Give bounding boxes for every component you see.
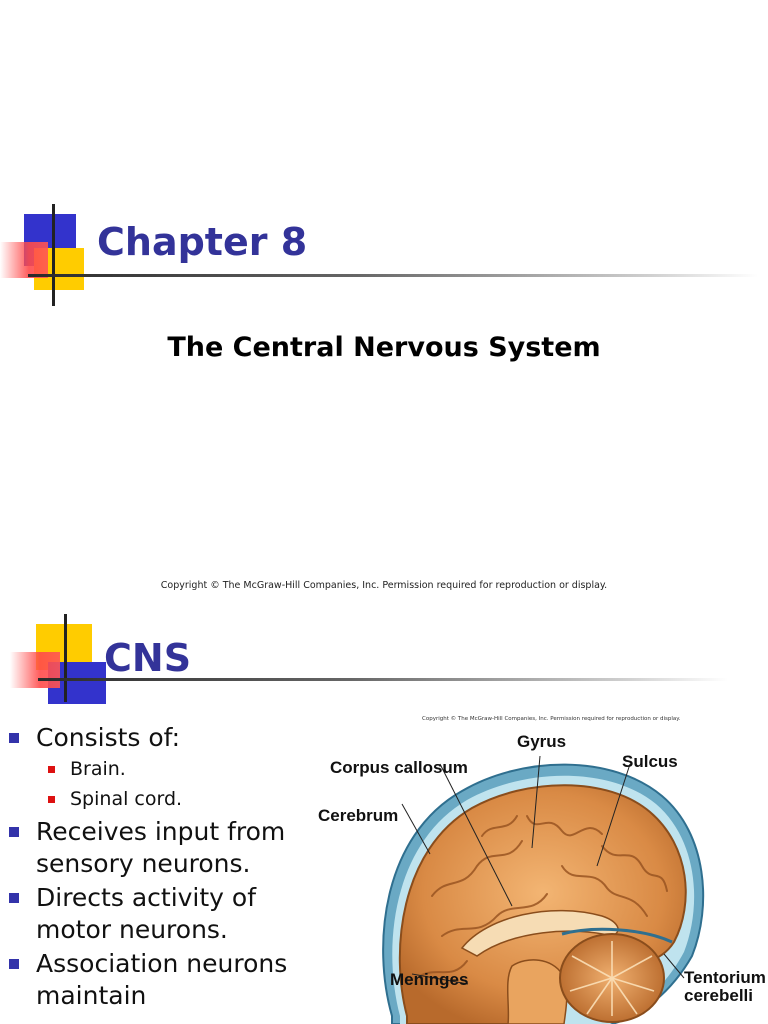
brain-illustration — [382, 755, 705, 1024]
label-tentorium: Tentorium — [684, 968, 766, 987]
label-sulcus: Sulcus — [622, 752, 678, 771]
label-gyrus: Gyrus — [517, 732, 567, 751]
sub-bullet-item: Spinal cord. — [8, 784, 308, 814]
bullet-list: Consists of: Brain. Spinal cord. Receive… — [8, 720, 308, 1012]
title-rule — [38, 678, 728, 681]
bullet-item: Directs activity of motor neurons. — [8, 882, 308, 946]
bullet-item: Consists of: — [8, 722, 308, 754]
bullet-item: Receives input from sensory neurons. — [8, 816, 308, 880]
title-decoration — [0, 200, 100, 310]
slide-cns: CNS Consists of: Brain. Spinal cord. Rec… — [0, 608, 768, 1024]
copyright-notice: Copyright © The McGraw-Hill Companies, I… — [160, 580, 608, 591]
bullet-item: Association neurons maintain — [8, 948, 308, 1012]
title-decoration — [0, 612, 110, 712]
label-meninges: Meninges — [390, 970, 469, 989]
slide-title: Chapter 8 — [97, 220, 308, 264]
brain-sagittal-figure: Copyright © The McGraw-Hill Companies, I… — [312, 716, 768, 1024]
slide-subtitle: The Central Nervous System — [167, 332, 601, 363]
label-cerebrum: Cerebrum — [318, 806, 399, 825]
slide-title: CNS — [104, 636, 192, 680]
label-cerebelli: cerebelli — [684, 986, 753, 1005]
label-corpus-callosum: Corpus callosum — [330, 758, 468, 777]
title-rule — [28, 274, 758, 277]
slide-chapter-8: Chapter 8 The Central Nervous System Cop… — [0, 200, 758, 591]
sub-bullet-item: Brain. — [8, 754, 308, 784]
figure-copyright: Copyright © The McGraw-Hill Companies, I… — [422, 716, 681, 722]
